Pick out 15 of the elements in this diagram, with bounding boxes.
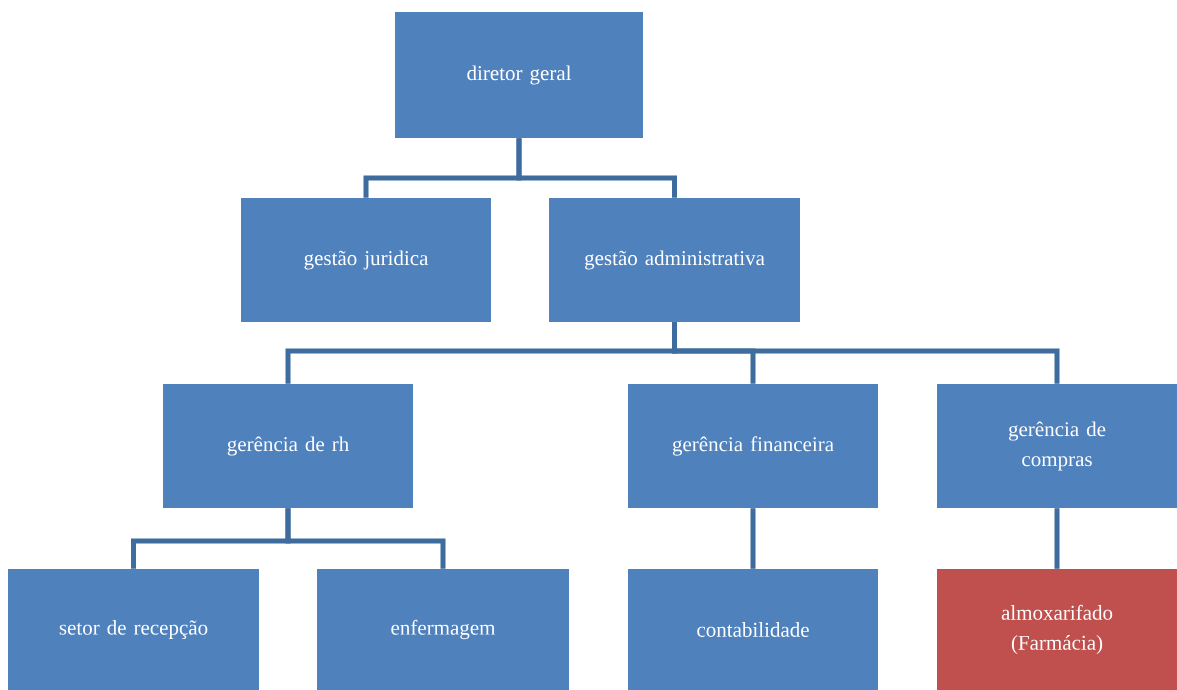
connector-line — [516, 138, 677, 198]
org-box: enfermagem — [317, 569, 569, 690]
org-box: almoxarifado (Farmácia) — [937, 569, 1177, 690]
org-box: gestão administrativa — [549, 198, 800, 322]
org-box: gestão juridica — [241, 198, 491, 322]
connector-line — [285, 508, 446, 569]
org-box: gerência de compras — [937, 384, 1177, 508]
org-box: contabilidade — [628, 569, 878, 690]
connector-line — [1054, 508, 1060, 569]
connector-line — [672, 322, 1060, 384]
connector-line — [750, 508, 756, 569]
org-box: gerência financeira — [628, 384, 878, 508]
org-box: gerência de rh — [163, 384, 413, 508]
org-box: diretor geral — [395, 12, 643, 138]
org-box: setor de recepção — [8, 569, 259, 690]
